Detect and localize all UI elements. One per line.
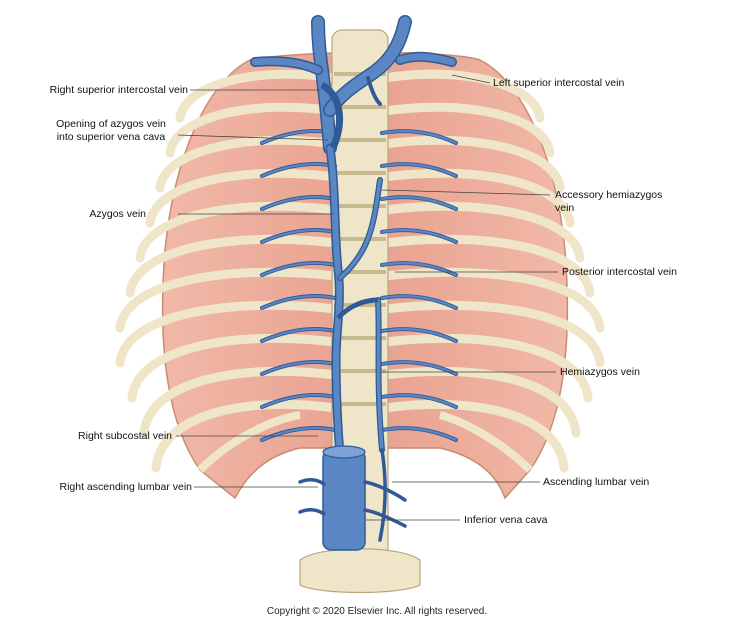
intercostal-vein <box>380 394 458 409</box>
rib <box>380 102 555 158</box>
azygos-arch <box>320 81 343 150</box>
azygos-vein-fill <box>327 145 343 458</box>
intercostal-vein <box>260 427 337 442</box>
rib <box>139 366 340 438</box>
label-right-ascending-lumbar-vein: Right ascending lumbar vein <box>59 481 193 493</box>
vertebra-disc <box>334 270 386 274</box>
rib <box>380 69 545 123</box>
rib <box>165 102 340 158</box>
rib <box>127 333 340 403</box>
rib <box>380 234 595 298</box>
label-posterior-intercostal-vein: Posterior intercostal vein <box>562 266 677 278</box>
rib <box>175 69 340 123</box>
label-inferior-vena-cava: Inferior vena cava <box>464 514 548 526</box>
ribs <box>115 69 605 473</box>
vertebra-disc <box>334 105 386 109</box>
intercostal-vein <box>380 229 458 244</box>
rib <box>145 168 340 228</box>
intercostal-vein <box>380 130 458 145</box>
label-opening-azygos-line2: into superior vena cava <box>56 131 166 143</box>
rib <box>125 234 340 298</box>
intercostal-vein <box>260 328 337 343</box>
intercostal-vein <box>260 394 337 409</box>
ivc-opening <box>322 445 366 459</box>
vertebra-disc <box>334 204 386 208</box>
intercostal-vein <box>260 262 337 277</box>
rib <box>115 267 340 333</box>
intercostal-vein <box>380 427 458 442</box>
rib <box>151 399 340 473</box>
vertebra-disc <box>334 171 386 175</box>
label-ascending-lumbar-vein: Ascending lumbar vein <box>543 476 650 488</box>
rib <box>380 135 565 193</box>
vertebra-disc <box>334 237 386 241</box>
rib <box>380 267 605 333</box>
intercostal-vein <box>260 361 337 376</box>
label-right-subcostal-vein: Right subcostal vein <box>78 430 172 442</box>
leader-line <box>451 74 491 84</box>
rib <box>115 300 340 368</box>
intercostal-vein <box>380 295 458 310</box>
intercostal-vein <box>380 328 458 343</box>
label-accessory-hemiazygos-line1: Accessory hemiazygos <box>555 189 663 201</box>
intercostal-vein <box>260 295 337 310</box>
vertebra-disc <box>334 138 386 142</box>
rib <box>380 399 569 473</box>
costal-margin <box>197 411 533 473</box>
rib <box>380 168 575 228</box>
rib <box>380 333 593 403</box>
intercostal-vein <box>380 163 458 178</box>
intercostal-vein <box>260 229 337 244</box>
leader-lines <box>176 74 558 521</box>
lumbar-vertebra <box>299 548 421 594</box>
hemiazygos-vein-fill <box>338 178 384 452</box>
label-accessory-hemiazygos-line2: vein <box>555 202 575 214</box>
intercostal-vein <box>260 196 337 211</box>
label-opening-azygos-line1: Opening of azygos vein <box>56 118 166 130</box>
label-opening-azygos: Opening of azygos vein into superior ven… <box>46 118 176 144</box>
label-right-superior-intercostal-vein: Right superior intercostal vein <box>49 84 188 96</box>
vertebra-disc <box>334 369 386 373</box>
intercostal-vein <box>380 196 458 211</box>
rib <box>380 201 585 263</box>
intercostal-vein <box>380 361 458 376</box>
inferior-vena-cava-shape <box>322 449 366 551</box>
vertebra-disc <box>334 402 386 406</box>
label-hemiazygos-vein: Hemiazygos vein <box>560 366 640 378</box>
rib <box>380 300 605 368</box>
brachiocephalic-veins <box>250 15 457 155</box>
leader-line <box>177 134 329 141</box>
label-left-superior-intercostal-vein: Left superior intercostal vein <box>493 77 625 89</box>
label-azygos-vein: Azygos vein <box>89 208 146 220</box>
lumbar-veins <box>298 448 407 542</box>
hemiazygos-cross <box>336 297 379 320</box>
rib <box>155 135 340 193</box>
label-accessory-hemiazygos: Accessory hemiazygos vein <box>555 189 662 215</box>
vertebra-disc <box>334 336 386 340</box>
leader-line <box>381 189 551 196</box>
rib <box>135 201 340 263</box>
copyright-notice: Copyright © 2020 Elsevier Inc. All right… <box>266 606 488 617</box>
